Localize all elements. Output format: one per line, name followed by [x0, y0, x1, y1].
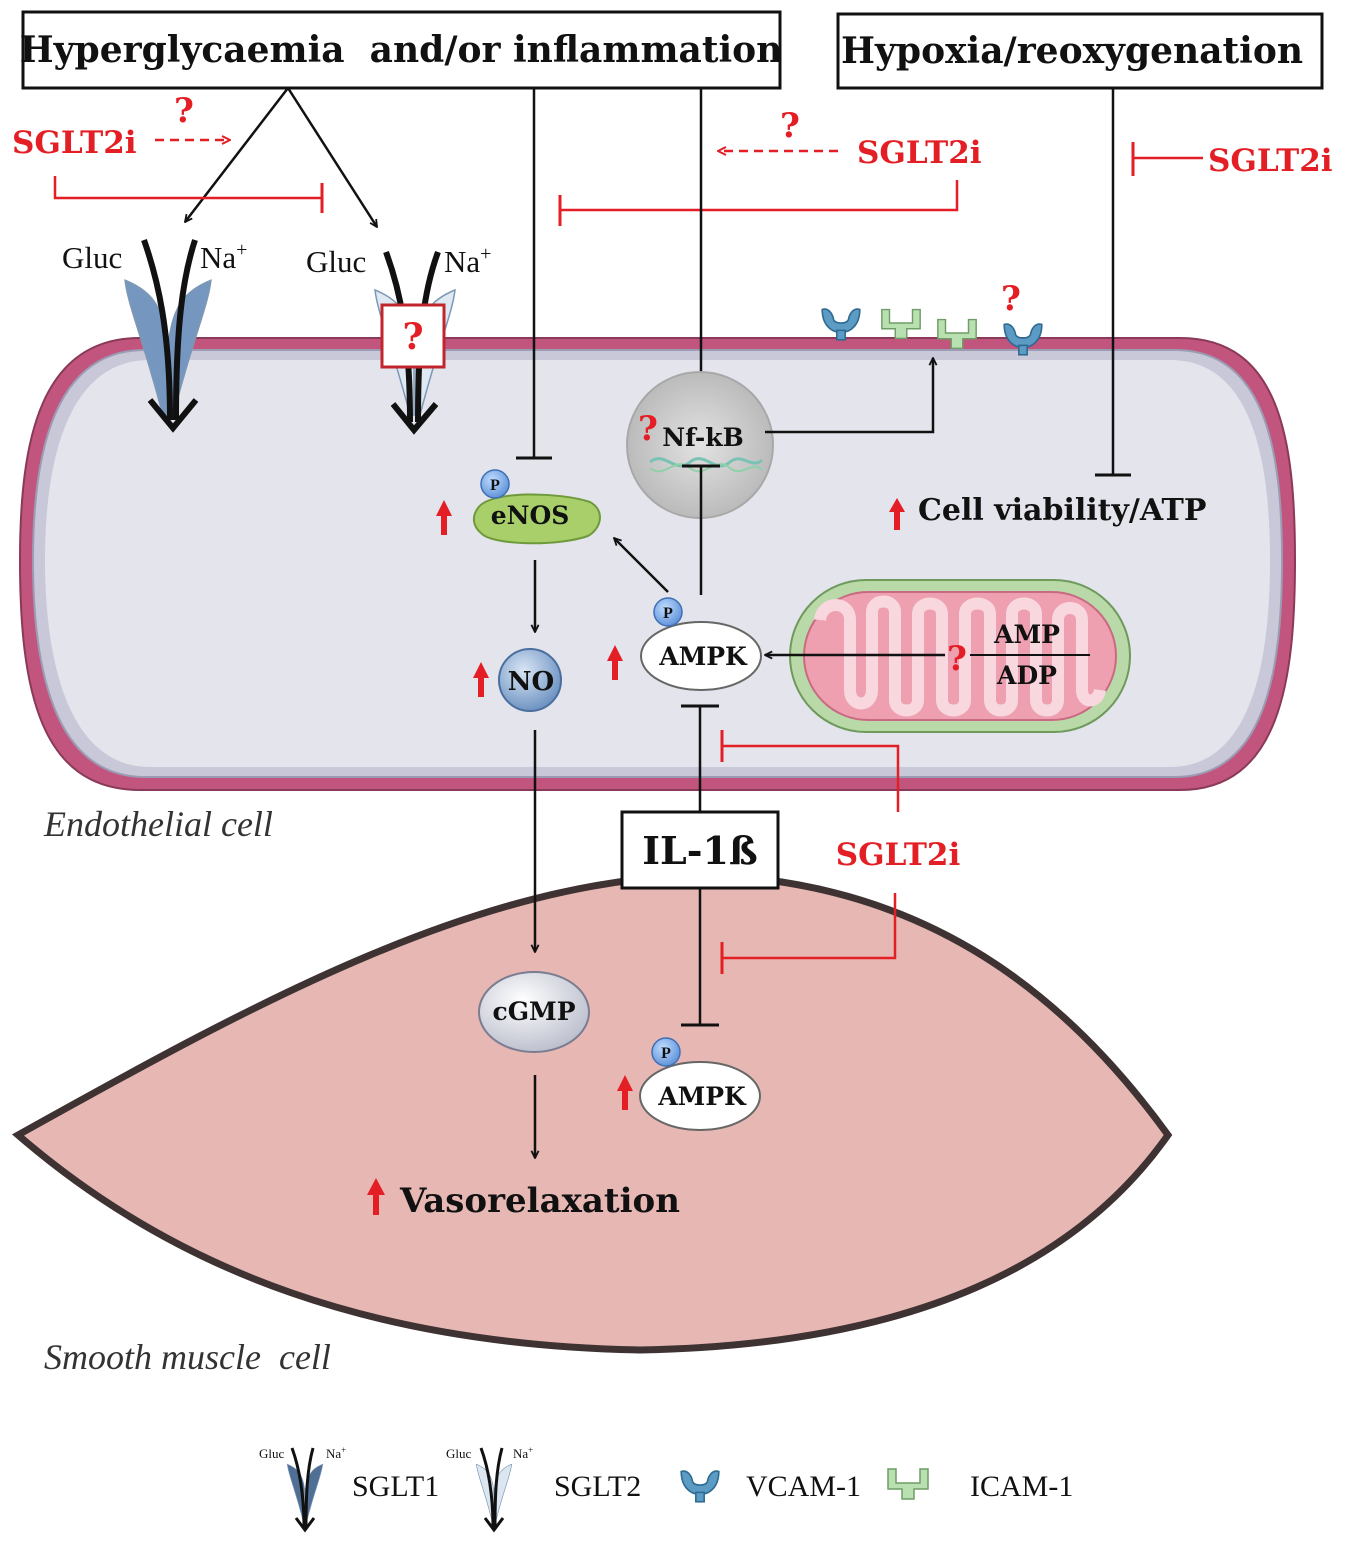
transporter-arrowhead [390, 402, 439, 435]
smooth-muscle-cell-label: Smooth muscle cell [44, 1337, 331, 1377]
legend-sglt1-label: SGLT1 [352, 1470, 439, 1503]
legend-icam1-label: ICAM-1 [970, 1470, 1073, 1503]
transporter-arrowhead [147, 398, 199, 433]
phospho-label: P [490, 477, 500, 494]
sglt2i-label-center: SGLT2i [857, 135, 982, 171]
sglt2i-inhibition-bracket-upper [722, 744, 900, 812]
sglt2i-label-left: SGLT2i [12, 125, 137, 161]
il1b-label: IL-1ß [642, 828, 758, 873]
icam1-receptor [881, 308, 921, 340]
dna-strand [649, 457, 764, 468]
hyperglycaemia-label: Hyperglycaemia and/or inflammation [20, 29, 783, 71]
question-mark: ? [1001, 279, 1021, 319]
cell-viability-label: Cell viability/ATP [918, 493, 1206, 528]
sglt2i-label-right: SGLT2i [1208, 143, 1333, 179]
no-molecule [498, 648, 562, 712]
sglt2-transporter: Gluc Na+ ? [306, 243, 491, 435]
arrow-to-sglt2 [286, 87, 377, 227]
unknown-box [380, 303, 446, 369]
ampk-endothelial [640, 621, 762, 691]
up-arrow-red [473, 662, 489, 697]
phospho-label: P [661, 1045, 671, 1062]
arrow-to-sglt1 [185, 87, 289, 222]
enos-enzyme [472, 493, 601, 545]
sglt2i-label-lower: SGLT2i [836, 837, 961, 873]
sglt2i-inhibition-bracket-lower [722, 893, 897, 960]
sglt2i-inhibition-bracket-left [53, 176, 322, 200]
cgmp-label: cGMP [492, 997, 575, 1026]
legend-gluc-label: Gluc [446, 1446, 472, 1461]
endothelial-cell-label: Endothelial cell [43, 804, 273, 844]
up-arrow-red [607, 645, 623, 680]
transporter-arrowhead [294, 1517, 316, 1533]
amp-label: AMP [993, 620, 1060, 649]
legend-sglt2: Gluc Na+ SGLT2 [446, 1445, 641, 1533]
question-mark: ? [780, 106, 800, 146]
gluc-label: Gluc [306, 244, 366, 279]
transporter-channel [290, 1447, 315, 1529]
gluc-label: Gluc [62, 240, 122, 275]
up-arrow-red [617, 1075, 633, 1110]
dna-strand [649, 463, 763, 473]
legend-vcam1-label: VCAM-1 [746, 1470, 861, 1503]
sglt1-transporter: Gluc Na+ [62, 239, 247, 433]
ampk-smooth-muscle [639, 1061, 761, 1131]
transporter-channel [173, 239, 198, 421]
nfkb-label: Nf-kB [662, 423, 744, 452]
question-mark: ? [174, 91, 194, 131]
na-label: Na+ [200, 239, 247, 275]
na-label: Na+ [444, 243, 491, 279]
question-mark: ? [638, 409, 658, 449]
legend-icam1-icon [887, 1468, 929, 1500]
hyperglycaemia-box [21, 10, 782, 90]
vasorelaxation-label: Vasorelaxation [399, 1181, 680, 1221]
transporter-arrowhead [483, 1517, 505, 1533]
legend-sglt2-label: SGLT2 [554, 1470, 641, 1503]
mitochondria-cristae [814, 595, 1106, 717]
legend-na-label: Na+ [513, 1445, 533, 1461]
legend-vcam1-icon [680, 1470, 720, 1503]
transporter-channel [141, 239, 173, 421]
legend-sglt1: Gluc Na+ SGLT1 [259, 1445, 439, 1533]
smooth-muscle-cell [11, 871, 1173, 1354]
phospho-label: P [663, 605, 673, 622]
ampk-label: AMPK [657, 1082, 747, 1111]
legend: Gluc Na+ SGLT1 Gluc Na+ SGLT2 VCAM-1 ICA… [259, 1445, 1073, 1533]
phospho-group [480, 469, 510, 499]
legend-gluc-label: Gluc [259, 1446, 285, 1461]
no-label: NO [508, 667, 554, 697]
hypoxia-box [836, 12, 1324, 90]
up-arrow-red [367, 1178, 385, 1215]
arrow-ampk-to-enos [614, 538, 669, 593]
transporter-channel [479, 1447, 504, 1529]
phospho-group [653, 597, 683, 627]
mitochondrion [789, 579, 1131, 733]
question-mark: ? [402, 316, 423, 358]
sglt2i-inhibition-bracket-center [560, 180, 959, 212]
ampk-label: AMPK [658, 642, 748, 671]
question-mark: ? [947, 639, 967, 679]
up-arrow-red [889, 498, 905, 530]
cgmp-molecule [478, 971, 590, 1053]
hypoxia-label: Hypoxia/reoxygenation [841, 30, 1303, 72]
enos-label: eNOS [491, 501, 570, 530]
phospho-group [651, 1037, 681, 1067]
arrow-nfkb-to-adhesion [765, 358, 933, 434]
legend-na-label: Na+ [326, 1445, 346, 1461]
vcam1-receptor [821, 308, 861, 341]
up-arrow-red [436, 500, 452, 535]
adp-label: ADP [996, 661, 1057, 690]
